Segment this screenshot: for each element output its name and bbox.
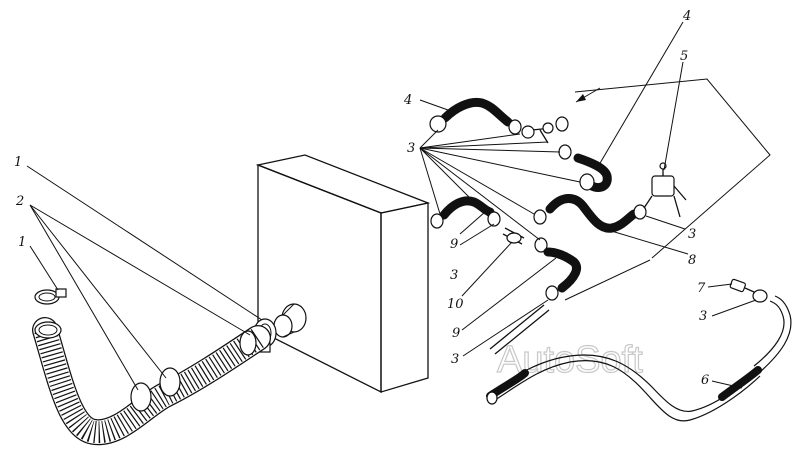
callout-3-valve: 3 bbox=[688, 227, 696, 242]
hose-9-upper bbox=[430, 196, 501, 229]
hose-8 bbox=[545, 194, 647, 233]
callout-3-fitting: 3 bbox=[699, 309, 707, 324]
callout-labels: 1 2 1 4 4 5 3 3 9 3 8 10 9 7 3 3 6 bbox=[14, 9, 709, 388]
callout-9-upper: 9 bbox=[450, 237, 458, 252]
callout-3-tube: 3 bbox=[451, 352, 459, 367]
hose-4-top bbox=[429, 97, 522, 135]
flow-arrow bbox=[575, 87, 601, 103]
callout-2: 2 bbox=[15, 194, 24, 209]
pipe-10 bbox=[502, 227, 525, 245]
mounting-plane bbox=[564, 78, 771, 301]
callout-5: 5 bbox=[680, 49, 688, 64]
callout-8: 8 bbox=[688, 253, 696, 268]
hose-6 bbox=[486, 295, 792, 422]
tee-fitting-top bbox=[521, 116, 569, 144]
hose-4-right bbox=[573, 153, 612, 193]
callout-3-hub: 3 bbox=[407, 141, 415, 156]
clamp-mid-top bbox=[558, 144, 572, 160]
small-clamp-left bbox=[34, 288, 67, 305]
leader-lines bbox=[26, 21, 757, 391]
callout-4-right: 4 bbox=[682, 9, 691, 24]
corrugated-duct bbox=[32, 317, 271, 446]
fitting-7 bbox=[729, 278, 768, 303]
callout-3-center: 3 bbox=[450, 268, 458, 283]
thin-tube bbox=[489, 304, 550, 355]
hose-9-lower bbox=[543, 247, 581, 301]
heater-box bbox=[255, 154, 431, 394]
valve-5 bbox=[643, 162, 687, 218]
clamps-center bbox=[533, 209, 548, 253]
callout-9-lower: 9 bbox=[452, 326, 460, 341]
callout-6: 6 bbox=[701, 373, 709, 388]
callout-7: 7 bbox=[697, 281, 706, 296]
callout-1-bottom: 1 bbox=[18, 235, 26, 250]
callout-1-top: 1 bbox=[14, 155, 22, 170]
callout-10: 10 bbox=[447, 297, 464, 312]
callout-4-left: 4 bbox=[403, 93, 412, 108]
pipe-stub bbox=[273, 303, 307, 338]
